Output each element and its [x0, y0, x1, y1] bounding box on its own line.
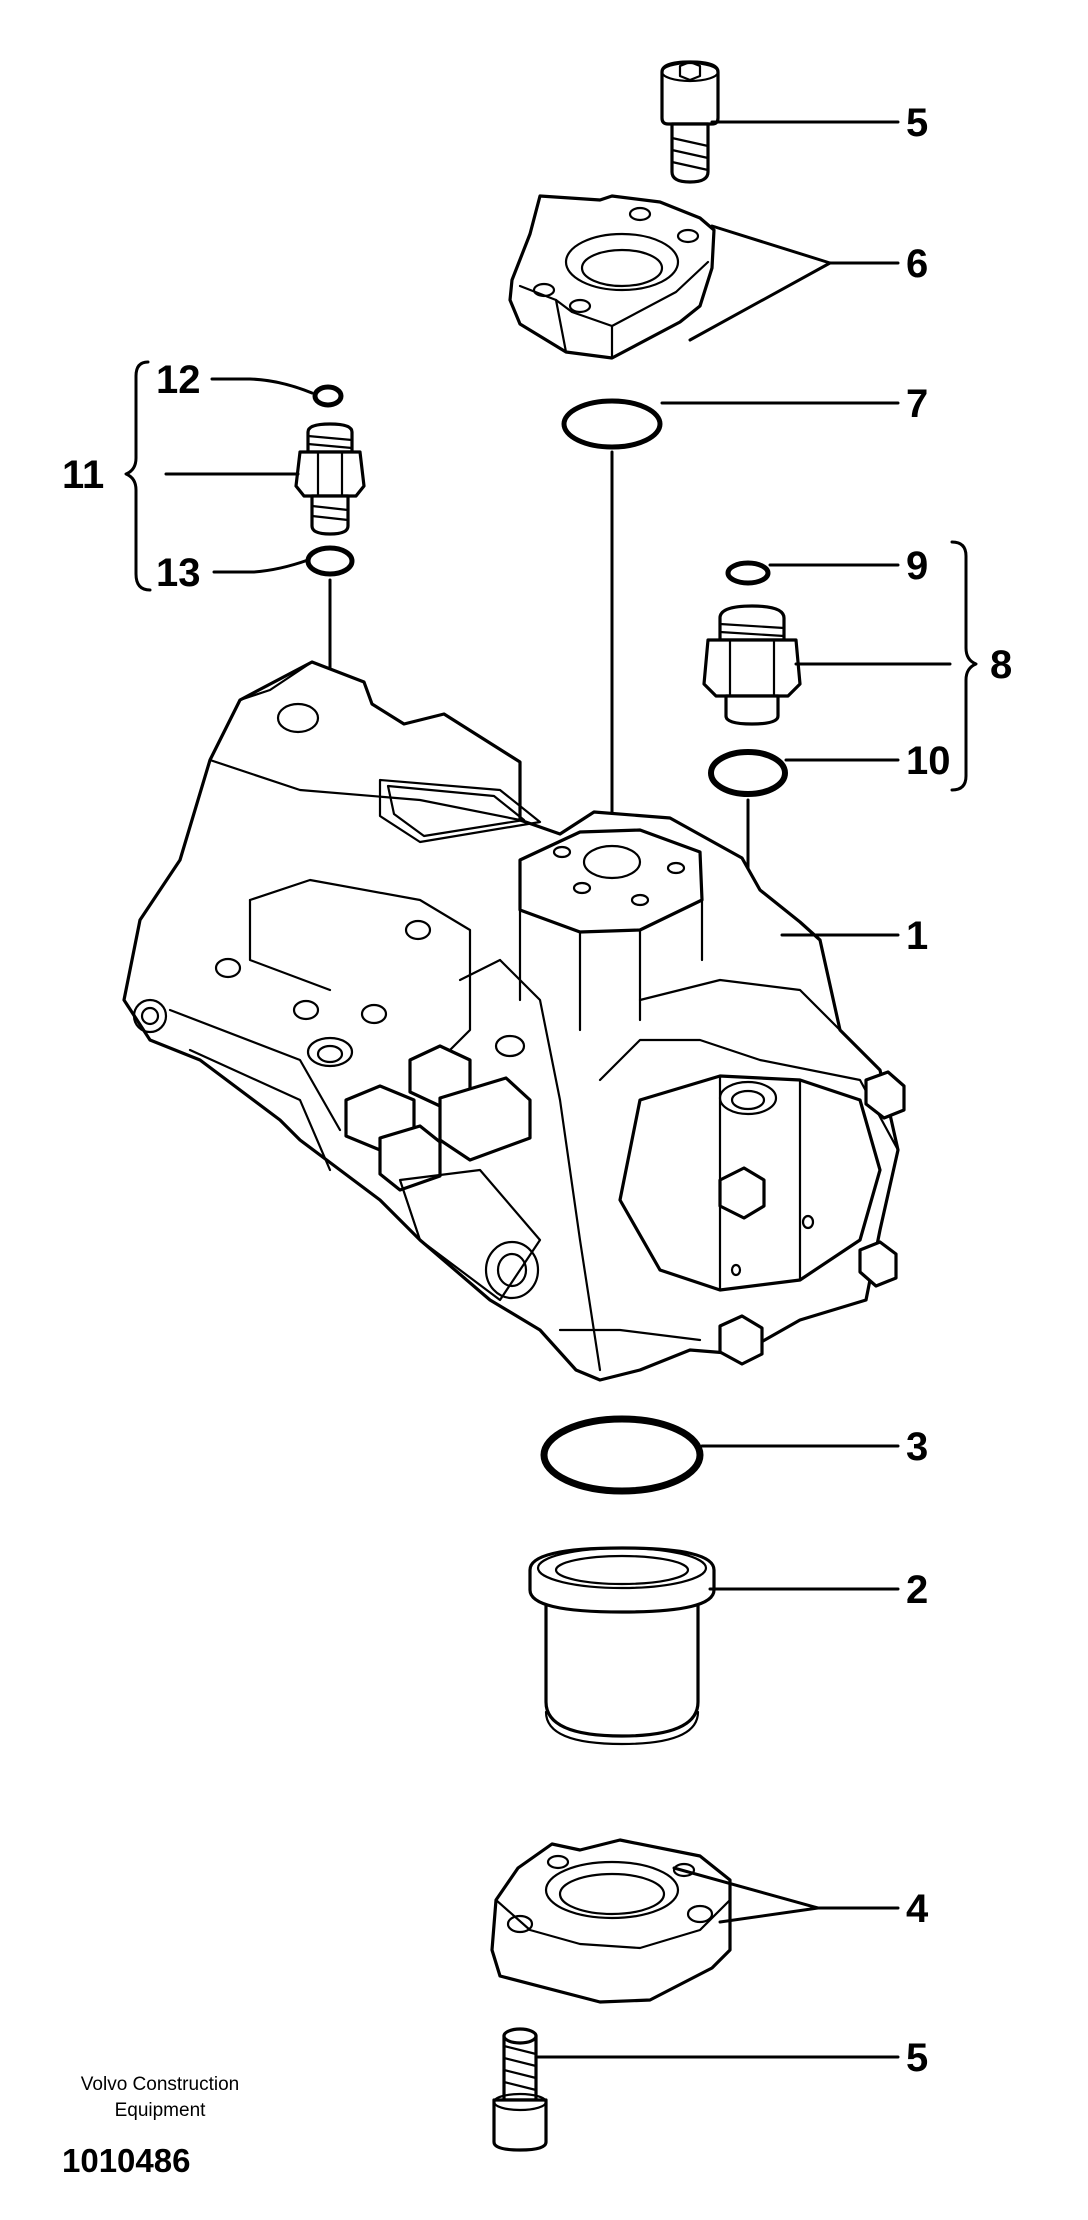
callout-9: 9 — [906, 544, 928, 588]
callout-2: 2 — [906, 1568, 928, 1612]
part-5-bottom-screw — [492, 2027, 548, 2152]
callout-7: 7 — [906, 382, 928, 426]
part-11-adapter-fitting — [294, 422, 366, 536]
callout-5-bottom: 5 — [906, 2036, 928, 2080]
part-1-pump-housing — [122, 660, 906, 1382]
part-13-o-ring — [305, 545, 355, 577]
caption-manufacturer-line2: Equipment — [115, 2100, 207, 2121]
part-12-o-ring — [312, 384, 344, 408]
caption-manufacturer: Volvo Construction — [81, 2074, 239, 2095]
callout-numbers: 5 6 7 12 11 13 9 8 10 1 3 2 4 5 — [62, 101, 1012, 2080]
callout-13: 13 — [156, 551, 201, 595]
callout-10: 10 — [906, 739, 951, 783]
part-8-adapter-fitting — [702, 604, 802, 726]
callout-5-top: 5 — [906, 101, 928, 145]
callout-1: 1 — [906, 914, 928, 958]
leader-lines — [164, 120, 952, 2059]
part-10-o-ring — [708, 749, 788, 797]
part-2-sleeve — [528, 1546, 716, 1746]
callout-4: 4 — [906, 1887, 929, 1931]
part-7-o-ring — [561, 398, 663, 450]
caption-block: Volvo Construction Equipment 1010486 — [62, 2074, 239, 2179]
part-3-o-ring — [540, 1415, 704, 1495]
callout-8: 8 — [990, 643, 1012, 687]
part-6-top-flange — [508, 194, 716, 360]
part-5-top-screw — [660, 60, 720, 184]
callout-3: 3 — [906, 1425, 928, 1469]
drawing-number: 1010486 — [62, 2142, 190, 2179]
part-4-bottom-flange — [490, 1838, 732, 2004]
callout-12: 12 — [156, 358, 201, 402]
callout-11: 11 — [62, 453, 104, 497]
part-9-o-ring — [725, 560, 771, 586]
brackets — [124, 360, 978, 792]
callout-6: 6 — [906, 242, 928, 286]
